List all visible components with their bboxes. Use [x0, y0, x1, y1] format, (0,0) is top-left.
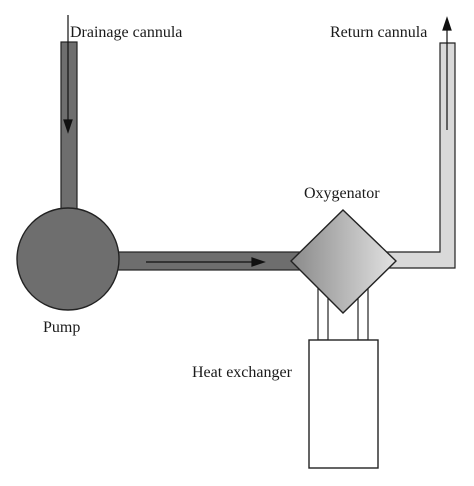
pump-label: Pump [43, 319, 81, 336]
drainage-flow-arrow [63, 15, 73, 134]
return-flow-arrow [442, 16, 452, 130]
drainage-cannula-label: Drainage cannula [70, 24, 183, 41]
pump-flow-arrow [146, 257, 266, 267]
pump [16, 207, 120, 311]
heat-exchanger [308, 339, 379, 469]
heat-exchanger-label: Heat exchanger [192, 364, 292, 381]
return-cannula-label: Return cannula [330, 24, 428, 41]
pump-outlet-tube [113, 251, 303, 271]
oxygenator [290, 209, 398, 314]
return-cannula-tube [384, 42, 456, 269]
drainage-cannula-tube [60, 41, 78, 221]
oxygenator-label: Oxygenator [304, 185, 380, 202]
